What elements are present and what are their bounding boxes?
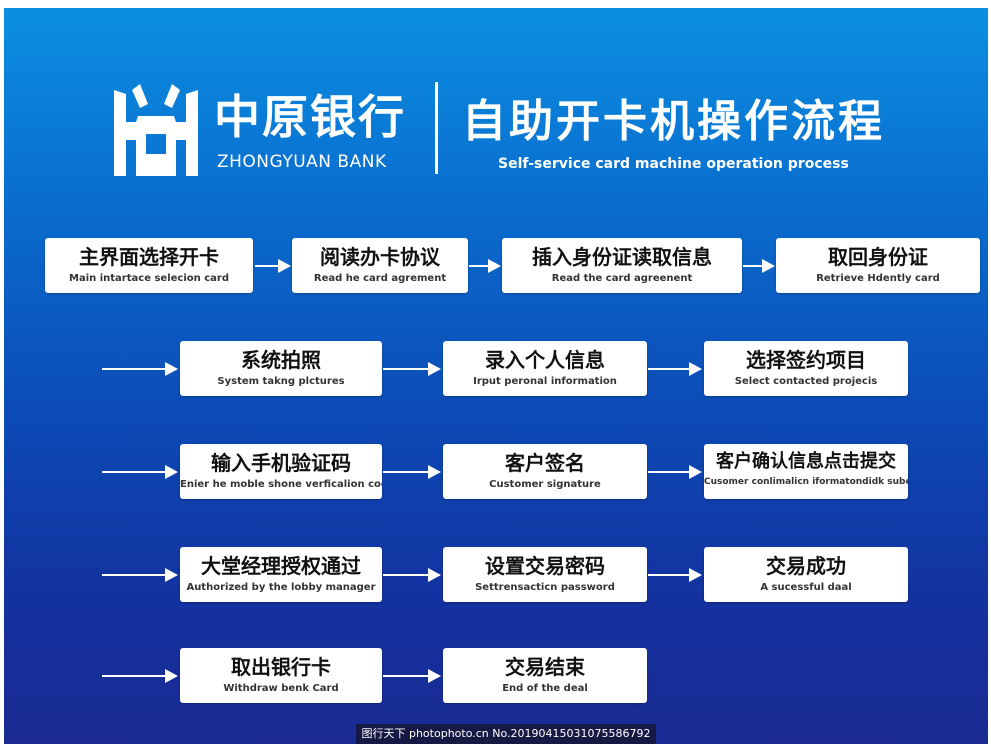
step-label-en: Withdraw benk Card — [223, 683, 339, 694]
step-label-cn: 插入身份证读取信息 — [532, 245, 712, 269]
watermark: 图行天下 photophoto.cn No.201904150310755867… — [356, 724, 656, 744]
step-label-cn: 输入手机验证码 — [211, 451, 351, 475]
flow-arrow — [743, 259, 775, 273]
step-label-cn: 大堂经理授权通过 — [201, 554, 361, 578]
step-box: 输入手机验证码 Enier he moble shone verficalion… — [180, 444, 382, 499]
bank-logo-icon — [114, 84, 198, 176]
flow-arrow — [102, 362, 178, 376]
step-label-cn: 取出银行卡 — [231, 655, 331, 679]
step-box: 交易结束 End of the deal — [443, 648, 647, 703]
flow-arrow — [469, 259, 501, 273]
step-label-en: End of the deal — [502, 683, 588, 694]
step-label-en: Main intartace selecion card — [69, 273, 229, 284]
step-label-cn: 系统拍照 — [241, 348, 321, 372]
step-label-en: Read he card agrement — [313, 273, 447, 284]
step-label-cn: 交易成功 — [766, 554, 846, 578]
flow-arrow — [383, 465, 441, 479]
step-box: 阅读办卡协议 Read he card agrement — [292, 238, 468, 293]
flow-arrow — [383, 568, 441, 582]
step-label-en: System takng plctures — [217, 376, 345, 387]
flow-arrow — [102, 568, 178, 582]
flow-arrow — [102, 465, 178, 479]
bank-name-cn: 中原银行 — [214, 90, 406, 144]
flow-arrow — [255, 259, 291, 273]
step-label-en: Authorized by the lobby manager — [186, 582, 376, 593]
step-label-en: Customer signature — [489, 479, 601, 490]
step-label-en: Read the card agreenent — [551, 273, 693, 284]
step-box: 主界面选择开卡 Main intartace selecion card — [45, 238, 253, 293]
step-label-en: Irput peronal information — [473, 376, 617, 387]
process-board: 中原银行 ZHONGYUAN BANK 自助开卡机操作流程 Self-servi… — [4, 8, 988, 744]
step-box: 录入个人信息 Irput peronal information — [443, 341, 647, 396]
header-divider — [435, 82, 438, 174]
step-label-cn: 选择签约项目 — [746, 348, 866, 372]
step-label-en: Settrensacticn password — [475, 582, 615, 593]
step-box: 插入身份证读取信息 Read the card agreenent — [502, 238, 742, 293]
step-label-cn: 交易结束 — [505, 655, 585, 679]
step-box: 交易成功 A sucessful daal — [704, 547, 908, 602]
page-title: 自助开卡机操作流程 — [462, 96, 885, 147]
bank-name-en: ZHONGYUAN BANK — [217, 152, 387, 172]
flow-arrow — [648, 465, 702, 479]
step-label-cn: 录入个人信息 — [485, 348, 605, 372]
step-label-cn: 取回身份证 — [828, 245, 928, 269]
step-box: 选择签约项目 Select contacted projecis — [704, 341, 908, 396]
step-box: 大堂经理授权通过 Authorized by the lobby manager — [180, 547, 382, 602]
step-label-cn: 主界面选择开卡 — [79, 245, 219, 269]
step-label-en: Retrieve Hdently card — [816, 273, 940, 284]
step-box: 设置交易密码 Settrensacticn password — [443, 547, 647, 602]
flow-arrow — [383, 362, 441, 376]
step-label-cn: 客户确认信息点击提交 — [716, 451, 896, 472]
page-subtitle: Self-service card machine operation proc… — [498, 156, 849, 172]
step-label-cn: 设置交易密码 — [485, 554, 605, 578]
flow-arrow — [648, 568, 702, 582]
step-box: 取出银行卡 Withdraw benk Card — [180, 648, 382, 703]
step-box: 系统拍照 System takng plctures — [180, 341, 382, 396]
step-label-cn: 客户签名 — [505, 451, 585, 475]
step-box: 取回身份证 Retrieve Hdently card — [776, 238, 980, 293]
step-box: 客户确认信息点击提交 Cusomer conlimalicn iformaton… — [704, 444, 908, 499]
step-label-en: Cusomer conlimalicn iformatondidk suberl… — [704, 477, 908, 487]
step-label-en: A sucessful daal — [760, 582, 852, 593]
flow-arrow — [102, 669, 178, 683]
step-box: 客户签名 Customer signature — [443, 444, 647, 499]
flow-arrow — [383, 669, 441, 683]
step-label-en: Enier he moble shone verficalion code — [180, 479, 382, 490]
step-label-en: Select contacted projecis — [734, 376, 878, 387]
step-label-cn: 阅读办卡协议 — [320, 245, 440, 269]
flow-arrow — [648, 362, 702, 376]
